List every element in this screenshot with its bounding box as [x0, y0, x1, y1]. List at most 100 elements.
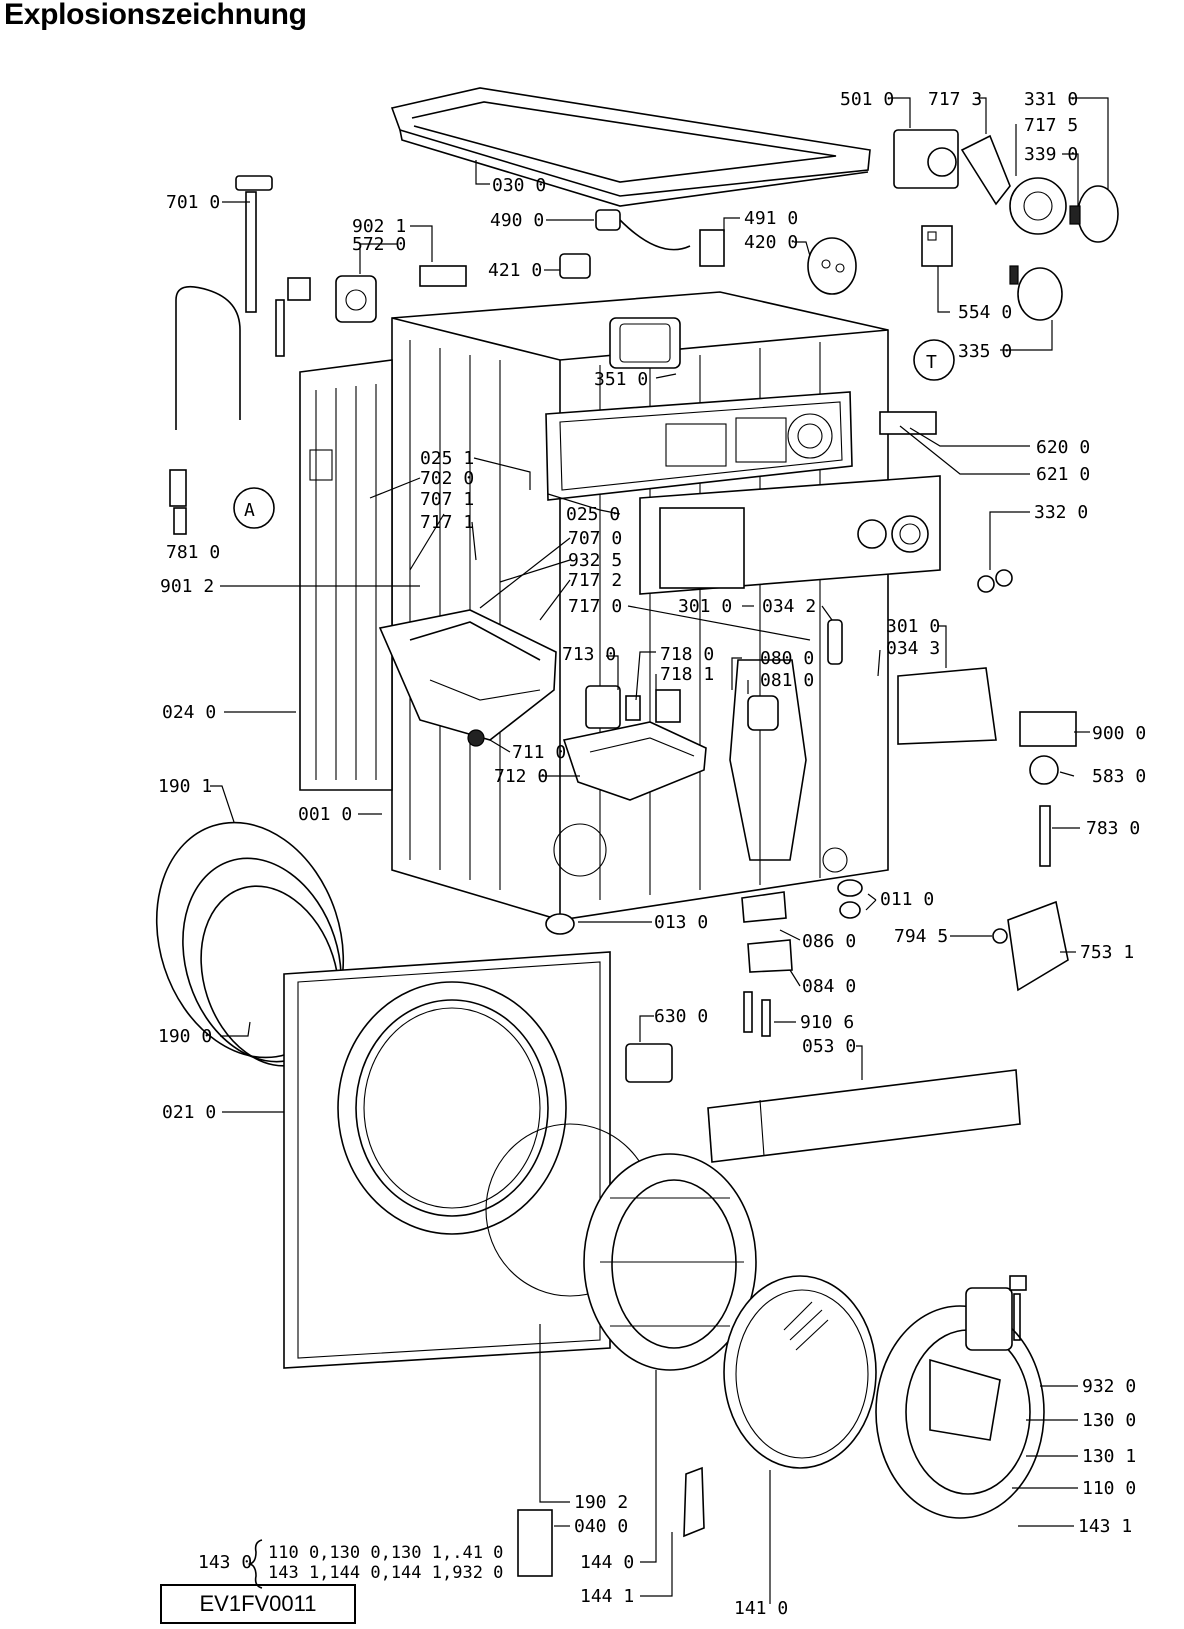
- label-900-0: 900 0: [1092, 723, 1146, 744]
- mains-cable-part: [559, 209, 725, 279]
- label-718-0: 718 0: [660, 644, 714, 665]
- label-717-1: 717 1: [420, 512, 474, 533]
- label-143-1: 143 1: [1078, 1516, 1132, 1537]
- dispenser-parts: [585, 685, 681, 729]
- dispenser-drawer-part: [562, 721, 707, 801]
- door-frame-part: [583, 1153, 757, 1371]
- label-301-0-panel: 301 0: [678, 596, 732, 617]
- label-024-0: 024 0: [162, 702, 216, 723]
- label-130-0: 130 0: [1082, 1410, 1136, 1431]
- label-021-0: 021 0: [162, 1102, 216, 1123]
- label-086-0: 086 0: [802, 931, 856, 952]
- label-707-0: 707 0: [568, 528, 622, 549]
- label-421-0: 421 0: [488, 260, 542, 281]
- label-144-0: 144 0: [580, 1552, 634, 1573]
- label-025-1: 025 1: [420, 448, 474, 469]
- valve-part: [275, 265, 467, 357]
- label-753-1: 753 1: [1080, 942, 1134, 963]
- front-panel-part: [283, 951, 611, 1369]
- kit-line-1: 110 0,130 0,130 1,.41 0: [268, 1543, 503, 1563]
- label-339-0: 339 0: [1024, 144, 1078, 165]
- marker-a-part: [233, 487, 275, 529]
- label-717-5: 717 5: [1024, 115, 1078, 136]
- label-420-0: 420 0: [744, 232, 798, 253]
- label-794-5: 794 5: [894, 926, 948, 947]
- label-335-0: 335 0: [958, 341, 1012, 362]
- door-glass-part: [723, 1275, 877, 1469]
- part-labels: 501 0 717 3 331 0 717 5 339 0 701 0 030 …: [158, 89, 1146, 1619]
- hinge-part: [517, 1466, 705, 1577]
- label-717-3: 717 3: [928, 89, 982, 110]
- label-110-0: 110 0: [1082, 1478, 1136, 1499]
- label-902-1: 902 1: [352, 216, 406, 237]
- lock-part-lower: [965, 1275, 1027, 1351]
- label-910-6: 910 6: [800, 1012, 854, 1033]
- knobs-part: [827, 569, 1013, 665]
- programmer-part: [893, 129, 1119, 243]
- door-handle-part: [897, 667, 997, 745]
- label-932-5: 932 5: [568, 550, 622, 571]
- label-013-0: 013 0: [654, 912, 708, 933]
- label-141-0: 141 0: [734, 1598, 788, 1619]
- label-040-0: 040 0: [574, 1516, 628, 1537]
- filter-part: [921, 225, 1063, 321]
- label-030-0: 030 0: [492, 175, 546, 196]
- label-034-3: 034 3: [886, 638, 940, 659]
- marker-t-letter: T: [926, 352, 937, 373]
- inlet-hose-part: [169, 175, 273, 535]
- label-701-0: 701 0: [166, 192, 220, 213]
- drawing-code-box: EV1FV0011: [160, 1584, 356, 1624]
- control-panel-fascia-part: [639, 475, 941, 595]
- label-490-0: 490 0: [490, 210, 544, 231]
- pressure-switch-part: [1019, 711, 1077, 867]
- label-620-0: 620 0: [1036, 437, 1090, 458]
- page-title: Explosionszeichnung: [4, 0, 307, 31]
- label-332-0: 332 0: [1034, 502, 1088, 523]
- label-711-0: 711 0: [512, 742, 566, 763]
- label-621-0: 621 0: [1036, 464, 1090, 485]
- label-781-0: 781 0: [166, 542, 220, 563]
- feet-part: [545, 879, 863, 935]
- label-130-1: 130 1: [1082, 1446, 1136, 1467]
- rear-panel-part: [299, 359, 393, 791]
- label-084-0: 084 0: [802, 976, 856, 997]
- label-717-0: 717 0: [568, 596, 622, 617]
- base-cover-part: [707, 1069, 1021, 1163]
- label-501-0: 501 0: [840, 89, 894, 110]
- label-702-0: 702 0: [420, 468, 474, 489]
- label-331-0: 331 0: [1024, 89, 1078, 110]
- label-491-0: 491 0: [744, 208, 798, 229]
- label-583-0: 583 0: [1092, 766, 1146, 787]
- label-080-0: 080 0: [760, 648, 814, 669]
- label-351-0: 351 0: [594, 369, 648, 390]
- label-144-1: 144 1: [580, 1586, 634, 1607]
- label-572-0: 572 0: [352, 234, 406, 255]
- top-cover-part: [390, 87, 871, 207]
- label-713-0: 713 0: [562, 644, 616, 665]
- door-switch-part: [625, 1043, 673, 1083]
- label-717-2: 717 2: [568, 570, 622, 591]
- kit-line-2: 143 1,144 0,144 1,932 0: [268, 1563, 503, 1583]
- label-081-0: 081 0: [760, 670, 814, 691]
- suppressor-part: [807, 237, 857, 295]
- label-190-1: 190 1: [158, 776, 212, 797]
- brackets-part: [741, 891, 793, 1037]
- sump-hose-part: [729, 659, 807, 861]
- control-frame-part: [545, 391, 853, 501]
- door-outer-ring-part: [875, 1305, 1045, 1519]
- label-783-0: 783 0: [1086, 818, 1140, 839]
- label-932-0: 932 0: [1082, 1376, 1136, 1397]
- label-001-0: 001 0: [298, 804, 352, 825]
- interference-filter-part: [879, 411, 937, 435]
- kit-brace: [247, 1539, 263, 1589]
- label-301-0-handle: 301 0: [886, 616, 940, 637]
- label-190-2: 190 2: [574, 1492, 628, 1513]
- leader-lines: [210, 97, 1109, 1604]
- dispenser-housing-part: [378, 609, 557, 747]
- label-718-1: 718 1: [660, 664, 714, 685]
- label-707-1: 707 1: [420, 489, 474, 510]
- label-025-0: 025 0: [566, 504, 620, 525]
- label-554-0: 554 0: [958, 302, 1012, 323]
- label-190-0: 190 0: [158, 1026, 212, 1047]
